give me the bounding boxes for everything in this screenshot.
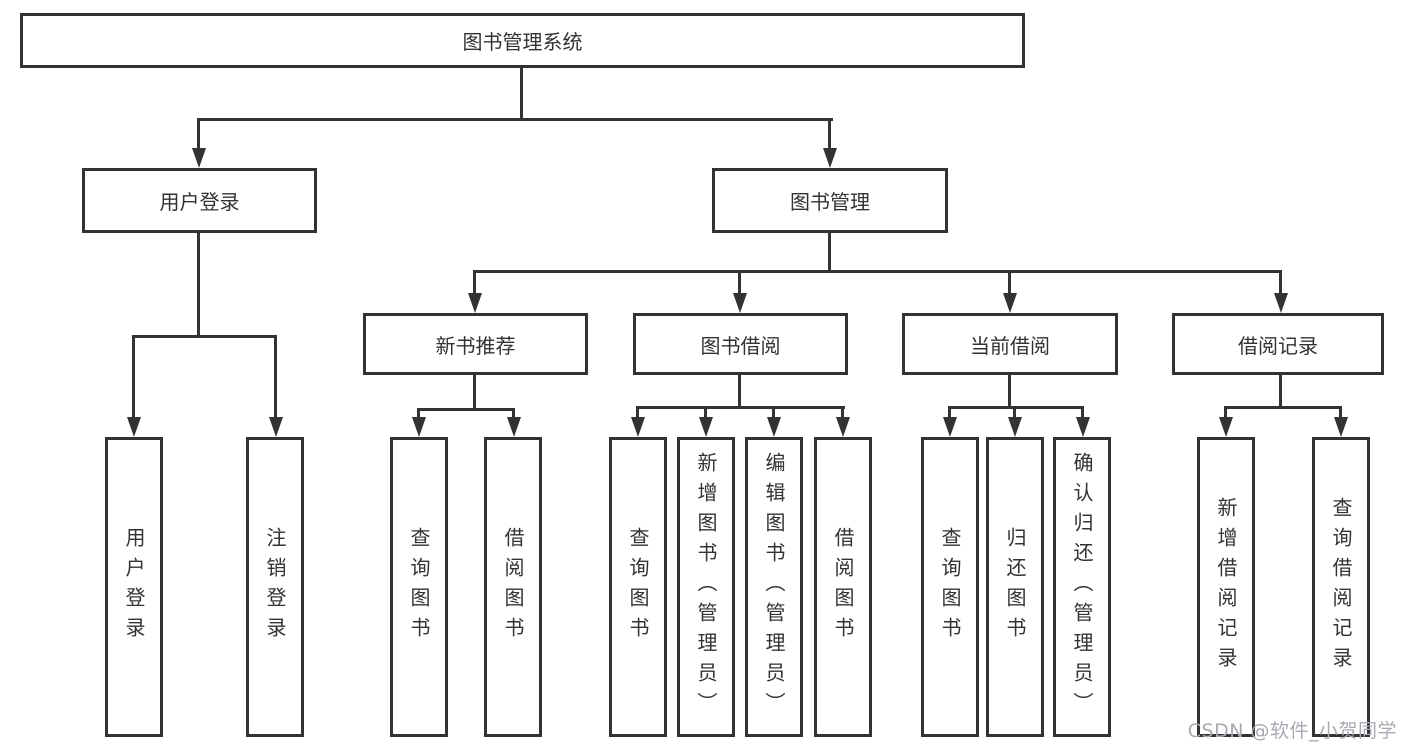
connector-line <box>1224 406 1227 420</box>
connector-line <box>948 406 1084 409</box>
node-leaf-query-books-borrow: 查询图书 <box>609 437 667 737</box>
arrowhead-down-icon <box>127 417 141 437</box>
connector-line <box>772 406 775 420</box>
connector-line <box>274 335 277 420</box>
arrowhead-down-icon <box>767 417 781 437</box>
node-borrowing-records: 借阅记录 <box>1172 313 1384 375</box>
node-leaf-query-books-rec: 查询图书 <box>390 437 448 737</box>
connector-line <box>197 233 200 335</box>
node-leaf-borrow-books-rec: 借阅图书 <box>484 437 542 737</box>
node-leaf-confirm-return-admin: 确认归还（管理员） <box>1053 437 1111 737</box>
connector-line <box>1008 375 1011 406</box>
node-leaf-query-borrow-record: 查询借阅记录 <box>1312 437 1370 737</box>
node-leaf-return-books-label: 归还图书 <box>1003 527 1027 647</box>
node-user-login: 用户登录 <box>82 168 317 233</box>
arrowhead-down-icon <box>1219 417 1233 437</box>
node-leaf-edit-books-admin-label: 编辑图书（管理员） <box>762 452 786 722</box>
node-leaf-borrow-books-borrow: 借阅图书 <box>814 437 872 737</box>
node-leaf-query-books-rec-label: 查询图书 <box>407 527 431 647</box>
node-leaf-query-books-current: 查询图书 <box>921 437 979 737</box>
node-book-management: 图书管理 <box>712 168 948 233</box>
connector-line <box>132 335 135 420</box>
connector-line <box>197 118 200 151</box>
node-current-borrowing: 当前借阅 <box>902 313 1118 375</box>
node-root: 图书管理系统 <box>20 13 1025 68</box>
connector-line <box>1013 406 1016 420</box>
connector-line <box>828 233 831 270</box>
node-leaf-query-borrow-record-label: 查询借阅记录 <box>1329 497 1353 677</box>
connector-line <box>1224 406 1342 409</box>
connector-line <box>1279 270 1282 296</box>
arrowhead-down-icon <box>1274 293 1288 313</box>
connector-line <box>520 68 523 120</box>
connector-line <box>1339 406 1342 420</box>
arrowhead-down-icon <box>733 293 747 313</box>
node-leaf-user-login: 用户登录 <box>105 437 163 737</box>
arrowhead-down-icon <box>943 417 957 437</box>
connector-line <box>738 270 741 296</box>
node-leaf-query-books-current-label: 查询图书 <box>938 527 962 647</box>
connector-line <box>828 118 831 151</box>
node-leaf-edit-books-admin: 编辑图书（管理员） <box>745 437 803 737</box>
connector-line <box>1279 375 1282 406</box>
connector-line <box>636 406 845 409</box>
connector-line <box>738 375 741 406</box>
node-leaf-query-books-borrow-label: 查询图书 <box>626 527 650 647</box>
arrowhead-down-icon <box>1003 293 1017 313</box>
connector-line <box>417 408 420 420</box>
connector-line <box>473 270 1282 273</box>
node-leaf-add-books-admin: 新增图书（管理员） <box>677 437 735 737</box>
node-leaf-add-borrow-record-label: 新增借阅记录 <box>1214 497 1238 677</box>
arrowhead-down-icon <box>1334 417 1348 437</box>
connector-line <box>1081 406 1084 420</box>
node-book-borrowing: 图书借阅 <box>633 313 848 375</box>
connector-line <box>197 118 833 121</box>
node-leaf-user-login-label: 用户登录 <box>122 527 146 647</box>
node-leaf-add-books-admin-label: 新增图书（管理员） <box>694 452 718 722</box>
node-leaf-confirm-return-admin-label: 确认归还（管理员） <box>1070 452 1094 722</box>
arrowhead-down-icon <box>468 293 482 313</box>
node-leaf-borrow-books-borrow-label: 借阅图书 <box>831 527 855 647</box>
arrowhead-down-icon <box>836 417 850 437</box>
connector-line <box>473 375 476 408</box>
node-leaf-logout: 注销登录 <box>246 437 304 737</box>
arrowhead-down-icon <box>192 148 206 168</box>
connector-line <box>417 408 515 411</box>
node-leaf-logout-label: 注销登录 <box>263 527 287 647</box>
node-leaf-return-books: 归还图书 <box>986 437 1044 737</box>
node-new-book-recommendation: 新书推荐 <box>363 313 588 375</box>
csdn-watermark: CSDN @软件_小贺同学 <box>1187 720 1397 742</box>
connector-line <box>948 406 951 420</box>
arrowhead-down-icon <box>1008 417 1022 437</box>
arrowhead-down-icon <box>269 417 283 437</box>
arrowhead-down-icon <box>823 148 837 168</box>
node-leaf-borrow-books-rec-label: 借阅图书 <box>501 527 525 647</box>
connector-line <box>636 406 639 420</box>
arrowhead-down-icon <box>631 417 645 437</box>
arrowhead-down-icon <box>412 417 426 437</box>
connector-line <box>841 406 844 420</box>
connector-line <box>132 335 277 338</box>
arrowhead-down-icon <box>507 417 521 437</box>
arrowhead-down-icon <box>1076 417 1090 437</box>
node-leaf-add-borrow-record: 新增借阅记录 <box>1197 437 1255 737</box>
connector-line <box>704 406 707 420</box>
connector-line <box>473 270 476 296</box>
arrowhead-down-icon <box>699 417 713 437</box>
connector-line <box>512 408 515 420</box>
connector-line <box>1008 270 1011 296</box>
